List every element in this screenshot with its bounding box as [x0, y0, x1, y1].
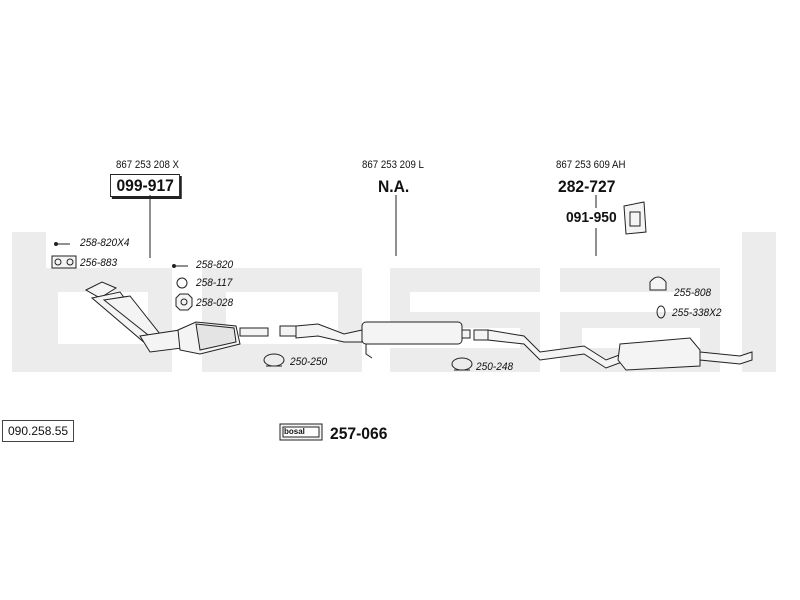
small-part-label: 258-820: [196, 259, 234, 271]
oe-number-group-3: 867 253 609 AH: [556, 159, 626, 171]
bosal-logo-text: bosal: [284, 427, 305, 436]
bosal-logo-tag: [279, 423, 323, 441]
sub-part-number-group-3: 091-950: [566, 209, 617, 226]
small-part-label: 255-808: [674, 287, 712, 299]
part-number-group-1: 099-917: [110, 174, 181, 197]
kit-part-number: 257-066: [330, 424, 388, 443]
small-part-label: 258-117: [196, 277, 233, 289]
catalytic-converter: [177, 321, 269, 355]
small-part-label: 250-250: [290, 356, 328, 368]
small-part-label: 258-820X4: [80, 237, 130, 249]
article-number: 090.258.55: [2, 420, 75, 442]
oe-number-group-1: 867 253 208 X: [116, 159, 179, 171]
small-part-icons: [51, 201, 667, 371]
middle-pipe: [279, 321, 471, 359]
part-number-group-2: N.A.: [378, 177, 410, 196]
small-part-label: 255-338X2: [672, 307, 722, 319]
rear-pipe: [473, 329, 753, 371]
oe-number-group-2: 867 253 209 L: [362, 159, 424, 171]
small-part-label: 258-028: [196, 297, 234, 309]
part-number-group-3: 282-727: [558, 177, 616, 196]
small-part-label: 256-883: [80, 257, 118, 269]
small-part-label: 250-248: [476, 361, 514, 373]
front-pipe: [84, 281, 183, 353]
